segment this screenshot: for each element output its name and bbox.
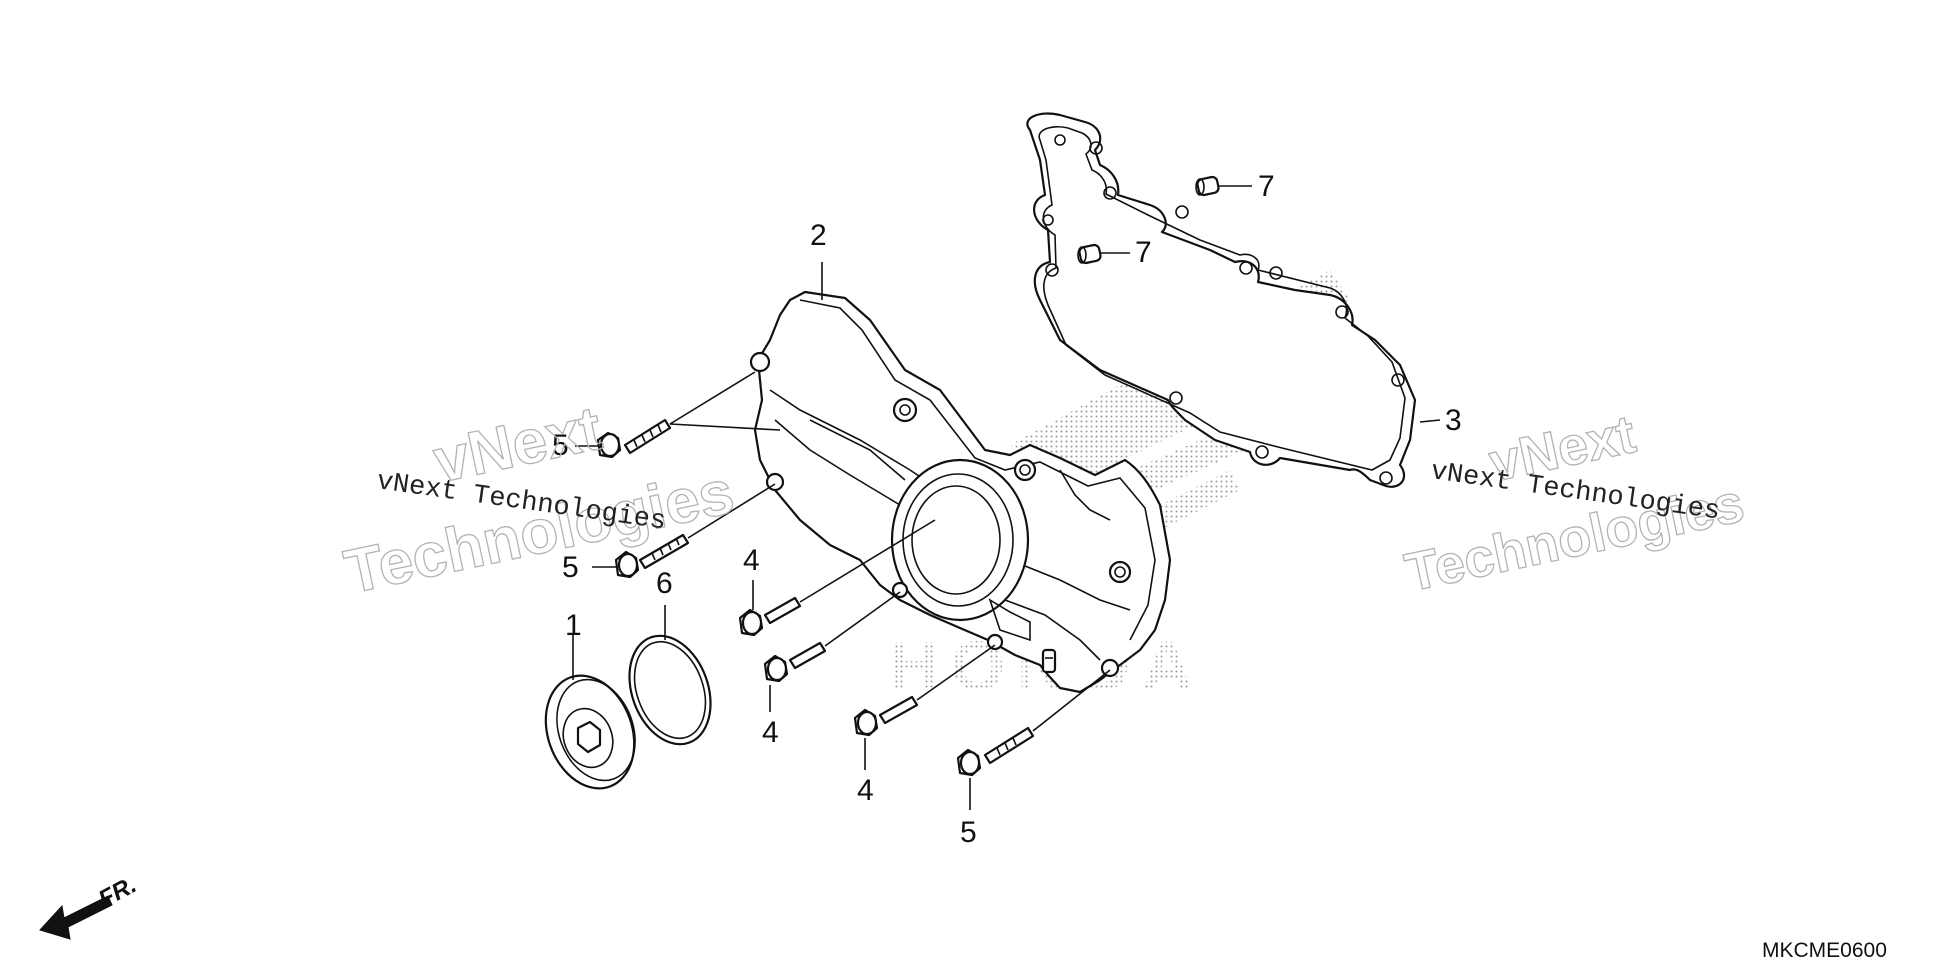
leader-lines <box>572 185 1441 810</box>
callout-2: 2 <box>810 219 827 252</box>
callout-5: 5 <box>552 429 569 462</box>
callout-5: 5 <box>562 551 579 584</box>
part-7-dowel-pin <box>1077 243 1102 265</box>
callout-1: 1 <box>565 609 582 642</box>
part-4-flange-bolt <box>853 695 919 737</box>
part-7-dowel-pin <box>1195 175 1220 197</box>
front-direction-arrow-icon <box>39 895 113 940</box>
callout-4: 4 <box>743 544 760 577</box>
part-5-flange-bolt <box>956 726 1035 777</box>
callout-7: 7 <box>1135 236 1152 269</box>
part-1-cap <box>544 674 636 790</box>
part-4-flange-bolt <box>763 641 827 683</box>
callout-4: 4 <box>857 774 874 807</box>
callout-3: 3 <box>1445 404 1462 437</box>
part-2-cover <box>749 290 1172 694</box>
callout-5: 5 <box>960 816 977 849</box>
part-5-flange-bolt <box>614 533 690 579</box>
part-5-flange-bolt <box>596 418 672 459</box>
part-6-o-ring <box>628 634 712 746</box>
callout-7: 7 <box>1258 170 1275 203</box>
part-3-gasket <box>1026 112 1417 488</box>
callout-6: 6 <box>656 567 673 600</box>
drawing-code: MKCME0600 <box>1762 939 1887 962</box>
part-4-flange-bolt <box>738 596 802 637</box>
callout-4: 4 <box>762 716 779 749</box>
